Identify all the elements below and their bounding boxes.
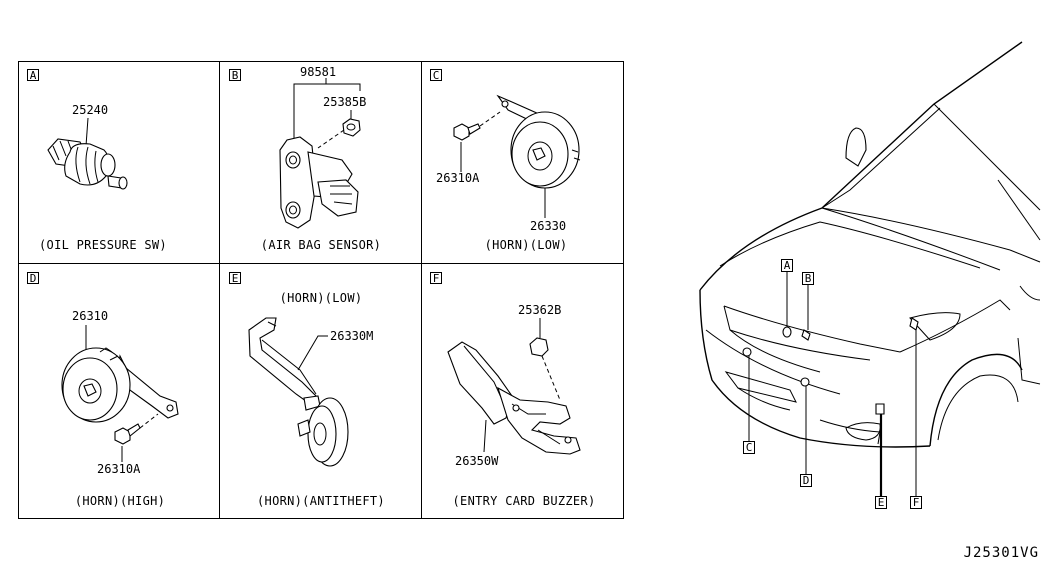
panel-c-letter: C [433,69,440,82]
car-callout-c: C [746,441,753,454]
air-bag-sensor-drawing [279,118,361,229]
horn-high-drawing [61,347,179,445]
part-number-26330m: 26330M [330,329,373,343]
car-callouts: A B C D E F [743,259,922,509]
part-number-26310: 26310 [72,309,108,323]
panel-f: F 25362B 26350W (ENTRY CARD BUZZER) [430,272,596,508]
panel-c-caption: (HORN)(LOW) [485,238,568,252]
oil-pressure-switch-drawing [47,138,128,190]
part-number-25362b: 25362B [518,303,561,317]
panel-b: B 98581 25385B (AIR BAG SENSOR) [229,65,381,252]
car-callout-d: D [803,474,810,487]
panel-d: D 26310 26310A (HORN)(HIGH) [27,272,179,508]
panel-e-letter: E [232,272,239,285]
panel-d-letter: D [30,272,37,285]
horn-antitheft-drawing [248,317,349,467]
part-number-26350w: 26350W [455,454,499,468]
panel-c: C 26310A 26330 (HORN)(LOW) [430,69,581,252]
car-callout-e: E [878,496,885,509]
part-number-26310a: 26310A [436,171,480,185]
car-callout-f: F [913,496,920,509]
panel-a: A 25240 (OIL PRESSURE SW) [27,69,167,252]
horn-low-drawing [453,94,581,189]
panel-e-subtitle: (HORN)(LOW) [280,291,363,305]
panel-f-letter: F [433,272,440,285]
entry-card-buzzer-drawing [447,337,581,455]
panel-a-caption: (OIL PRESSURE SW) [39,238,167,252]
panel-a-letter: A [30,69,37,82]
part-number-26310a-high: 26310A [97,462,141,476]
car-front-view [699,41,1041,496]
car-callout-b: B [805,272,812,285]
panel-b-caption: (AIR BAG SENSOR) [261,238,381,252]
part-number-26330: 26330 [530,219,566,233]
panel-d-caption: (HORN)(HIGH) [75,494,165,508]
panel-e-caption: (HORN)(ANTITHEFT) [257,494,385,508]
panel-b-letter: B [232,69,239,82]
car-callout-a: A [784,259,791,272]
part-number-25385b: 25385B [323,95,366,109]
part-number-98581: 98581 [300,65,336,79]
part-number-25240: 25240 [72,103,108,117]
diagram-code: J25301VG [964,545,1039,561]
panel-grid [18,61,624,519]
panel-e: E (HORN)(LOW) 26330M (HORN)(ANTITHEFT) [229,272,385,508]
panel-f-caption: (ENTRY CARD BUZZER) [453,494,596,508]
